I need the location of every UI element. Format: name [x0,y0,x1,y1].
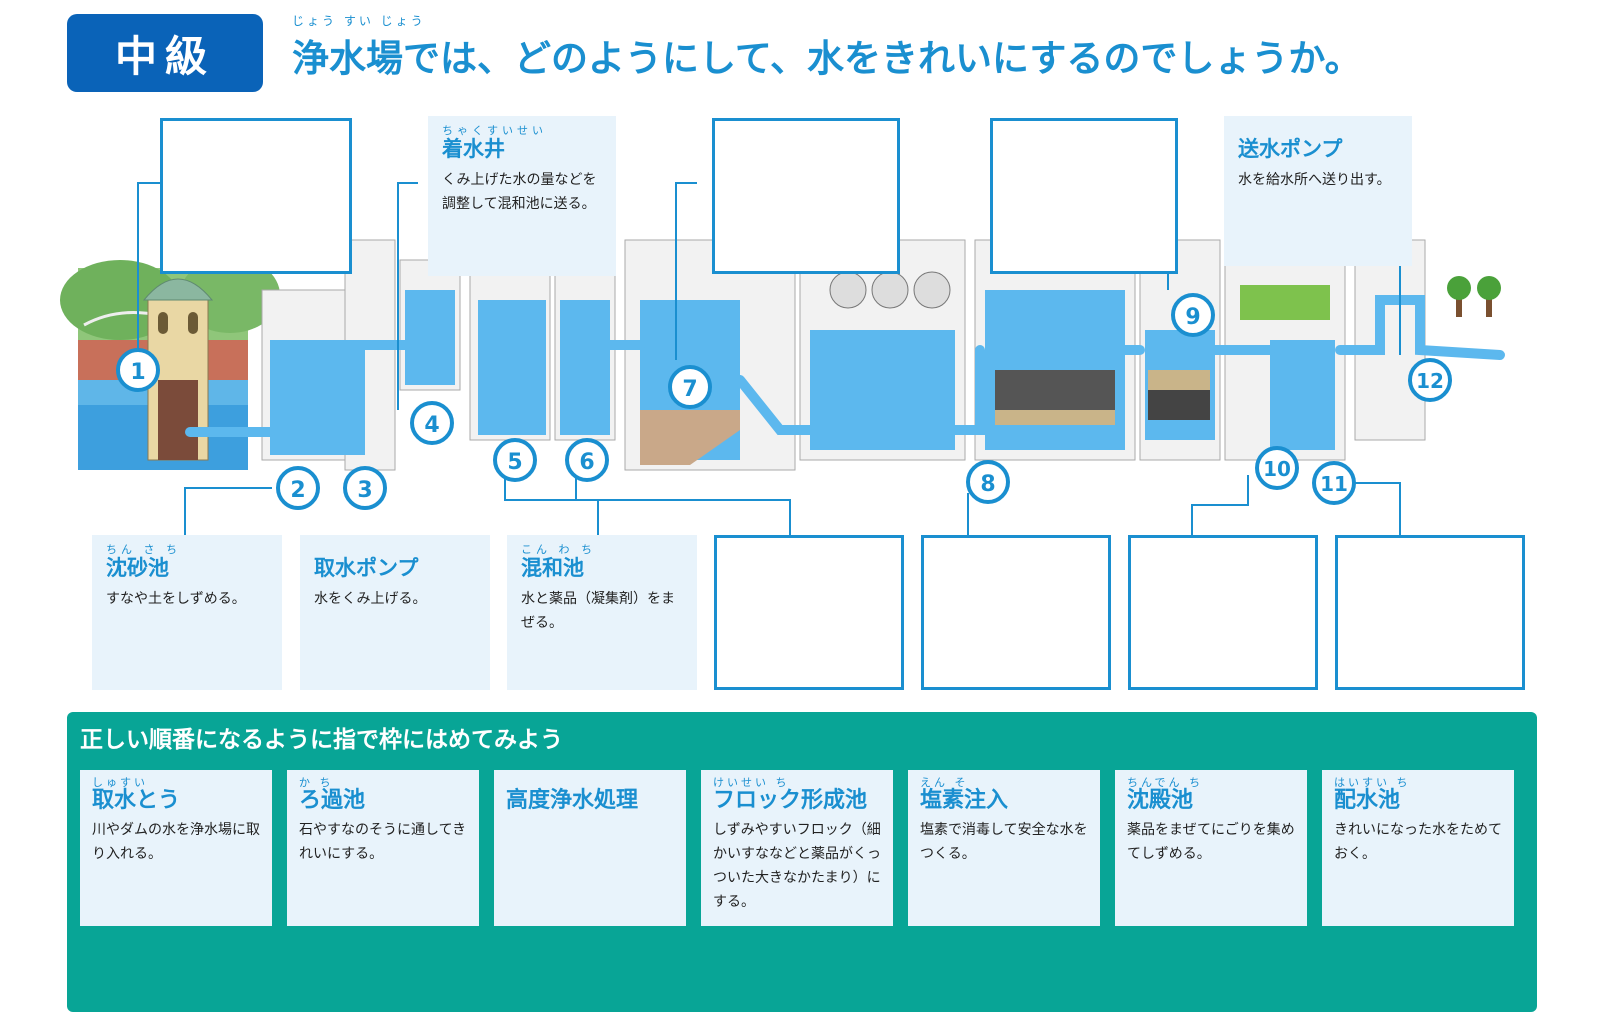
info-box-shusui-pump: 取水ポンプ 水をくみ上げる。 [300,535,490,690]
step-description: くみ上げた水の量などを調整して混和池に送る。 [442,172,597,212]
info-box-sousui-pump: 送水ポンプ 水を給水所へ送り出す。 [1224,116,1412,266]
card-description: 石やすなのそうに通してきれいにする。 [299,822,467,862]
info-box-chakusuisei: ちゃくすいせい 着水井 くみ上げた水の量などを調整して混和池に送る。 [428,116,616,276]
answer-frame-11[interactable] [1335,535,1525,690]
answer-frame-8a[interactable] [714,535,904,690]
answer-frame-1[interactable] [160,118,352,274]
card-description: きれいになった水をためておく。 [1334,822,1502,862]
filter-layers-illustration [995,285,1330,425]
ruby-text: けいせい ち [713,776,790,789]
answer-frame-10[interactable] [1128,535,1318,690]
info-box-chinsachi: ちん さ ち 沈砂池 すなや土をしずめる。 [92,535,282,690]
step-markers: 1 2 3 4 5 6 7 8 9 10 11 12 [116,293,1452,510]
level-badge: 中級 [67,14,263,92]
ruby-text [314,541,476,555]
step-number: 7 [682,377,697,402]
step-number: 8 [980,472,995,497]
step-number: 6 [579,450,594,475]
card-description: 川やダムの水を浄水場に取り入れる。 [92,822,260,862]
ruby-text: ちゃくすいせい [442,124,547,137]
card-name: 高度浄水処理 [506,788,639,813]
ruby-text: えん そ [920,776,969,789]
draggable-card-shusuitou[interactable]: しゅすい 取水とう 川やダムの水を浄水場に取り入れる。 [80,770,272,926]
step-number: 3 [357,478,372,503]
step-description: 水をくみ上げる。 [314,591,427,607]
trees-illustration [1447,276,1501,317]
ruby-text: こん わ ち [521,543,596,556]
step-name: 送水ポンプ [1238,137,1343,161]
ruby-text: ちんでん ち [1127,776,1203,789]
step-number: 1 [130,360,145,385]
card-name: 塩素注入 [920,788,1009,813]
water-plant-diagram: 1 2 3 4 5 6 7 8 9 10 11 12 [60,182,1505,535]
page-title: 浄水場では、どのようにして、水をきれいにするのでしょうか。 [292,37,1362,80]
card-name: ろ過池 [299,788,366,813]
step-number: 4 [424,413,439,438]
ruby-text [506,774,674,788]
step-name: 着水井 [442,137,505,161]
step-name: 沈砂池 [106,556,169,580]
ruby-text: ちん さ ち [106,543,181,556]
step-description: すなや土をしずめる。 [106,591,246,607]
draggable-card-haisuichi[interactable]: はいすい ち 配水池 きれいになった水をためておく。 [1322,770,1514,926]
draggable-card-koudo-jousui[interactable]: 高度浄水処理 [494,770,686,926]
step-marker: 2 [276,466,320,510]
card-name: 配水池 [1334,788,1401,813]
card-name: フロック形成池 [713,788,868,813]
step-marker: 1 [116,348,160,392]
step-number: 10 [1263,457,1291,481]
step-number: 9 [1185,305,1200,330]
draggable-card-flock[interactable]: けいせい ち フロック形成池 しずみやすいフロック（細かいすななどと薬品がくっつ… [701,770,893,926]
step-marker: 5 [493,438,537,482]
step-marker: 6 [565,438,609,482]
step-marker: 4 [410,401,454,445]
card-name: 沈殿池 [1127,788,1194,813]
draggable-card-chindenchi[interactable]: ちんでん ち 沈殿池 薬品をまぜてにごりを集めてしずめる。 [1115,770,1307,926]
answer-frame-9[interactable] [990,118,1178,274]
step-number: 12 [1416,369,1444,393]
card-name: 取水とう [92,788,181,813]
answer-frame-7[interactable] [712,118,900,274]
draggable-card-enso[interactable]: えん そ 塩素注入 塩素で消毒して安全な水をつくる。 [908,770,1100,926]
answer-frame-8[interactable] [921,535,1111,690]
card-description: 塩素で消毒して安全な水をつくる。 [920,822,1088,862]
step-marker: 7 [668,365,712,409]
card-description: しずみやすいフロック（細かいすななどと薬品がくっついた大きなかたまり）にする。 [713,822,881,910]
ruby-text: か ち [299,776,334,789]
step-description: 水と薬品（凝集剤）をまぜる。 [521,591,675,631]
ruby-text: はいすい ち [1334,776,1411,789]
step-name: 取水ポンプ [314,556,419,580]
ruby-text [1238,122,1398,136]
info-box-konwachi: こん わ ち 混和池 水と薬品（凝集剤）をまぜる。 [507,535,697,690]
step-marker: 11 [1312,461,1356,505]
draggable-card-rokachi[interactable]: か ち ろ過池 石やすなのそうに通してきれいにする。 [287,770,479,926]
panel-instruction: 正しい順番になるように指で枠にはめてみよう [80,727,563,753]
step-marker: 3 [343,466,387,510]
step-number: 11 [1320,472,1348,496]
step-marker: 8 [966,460,1010,504]
step-name: 混和池 [521,556,584,580]
step-number: 5 [507,450,522,475]
ruby-text: しゅすい [92,776,148,789]
step-marker: 9 [1171,293,1215,337]
step-number: 2 [290,478,305,503]
card-description: 薬品をまぜてにごりを集めてしずめる。 [1127,822,1295,862]
step-marker: 12 [1408,358,1452,402]
step-marker: 10 [1255,446,1299,490]
step-description: 水を給水所へ送り出す。 [1238,172,1391,188]
intake-tower-illustration [142,278,214,461]
title-ruby: じょう すい じょう [292,14,426,28]
